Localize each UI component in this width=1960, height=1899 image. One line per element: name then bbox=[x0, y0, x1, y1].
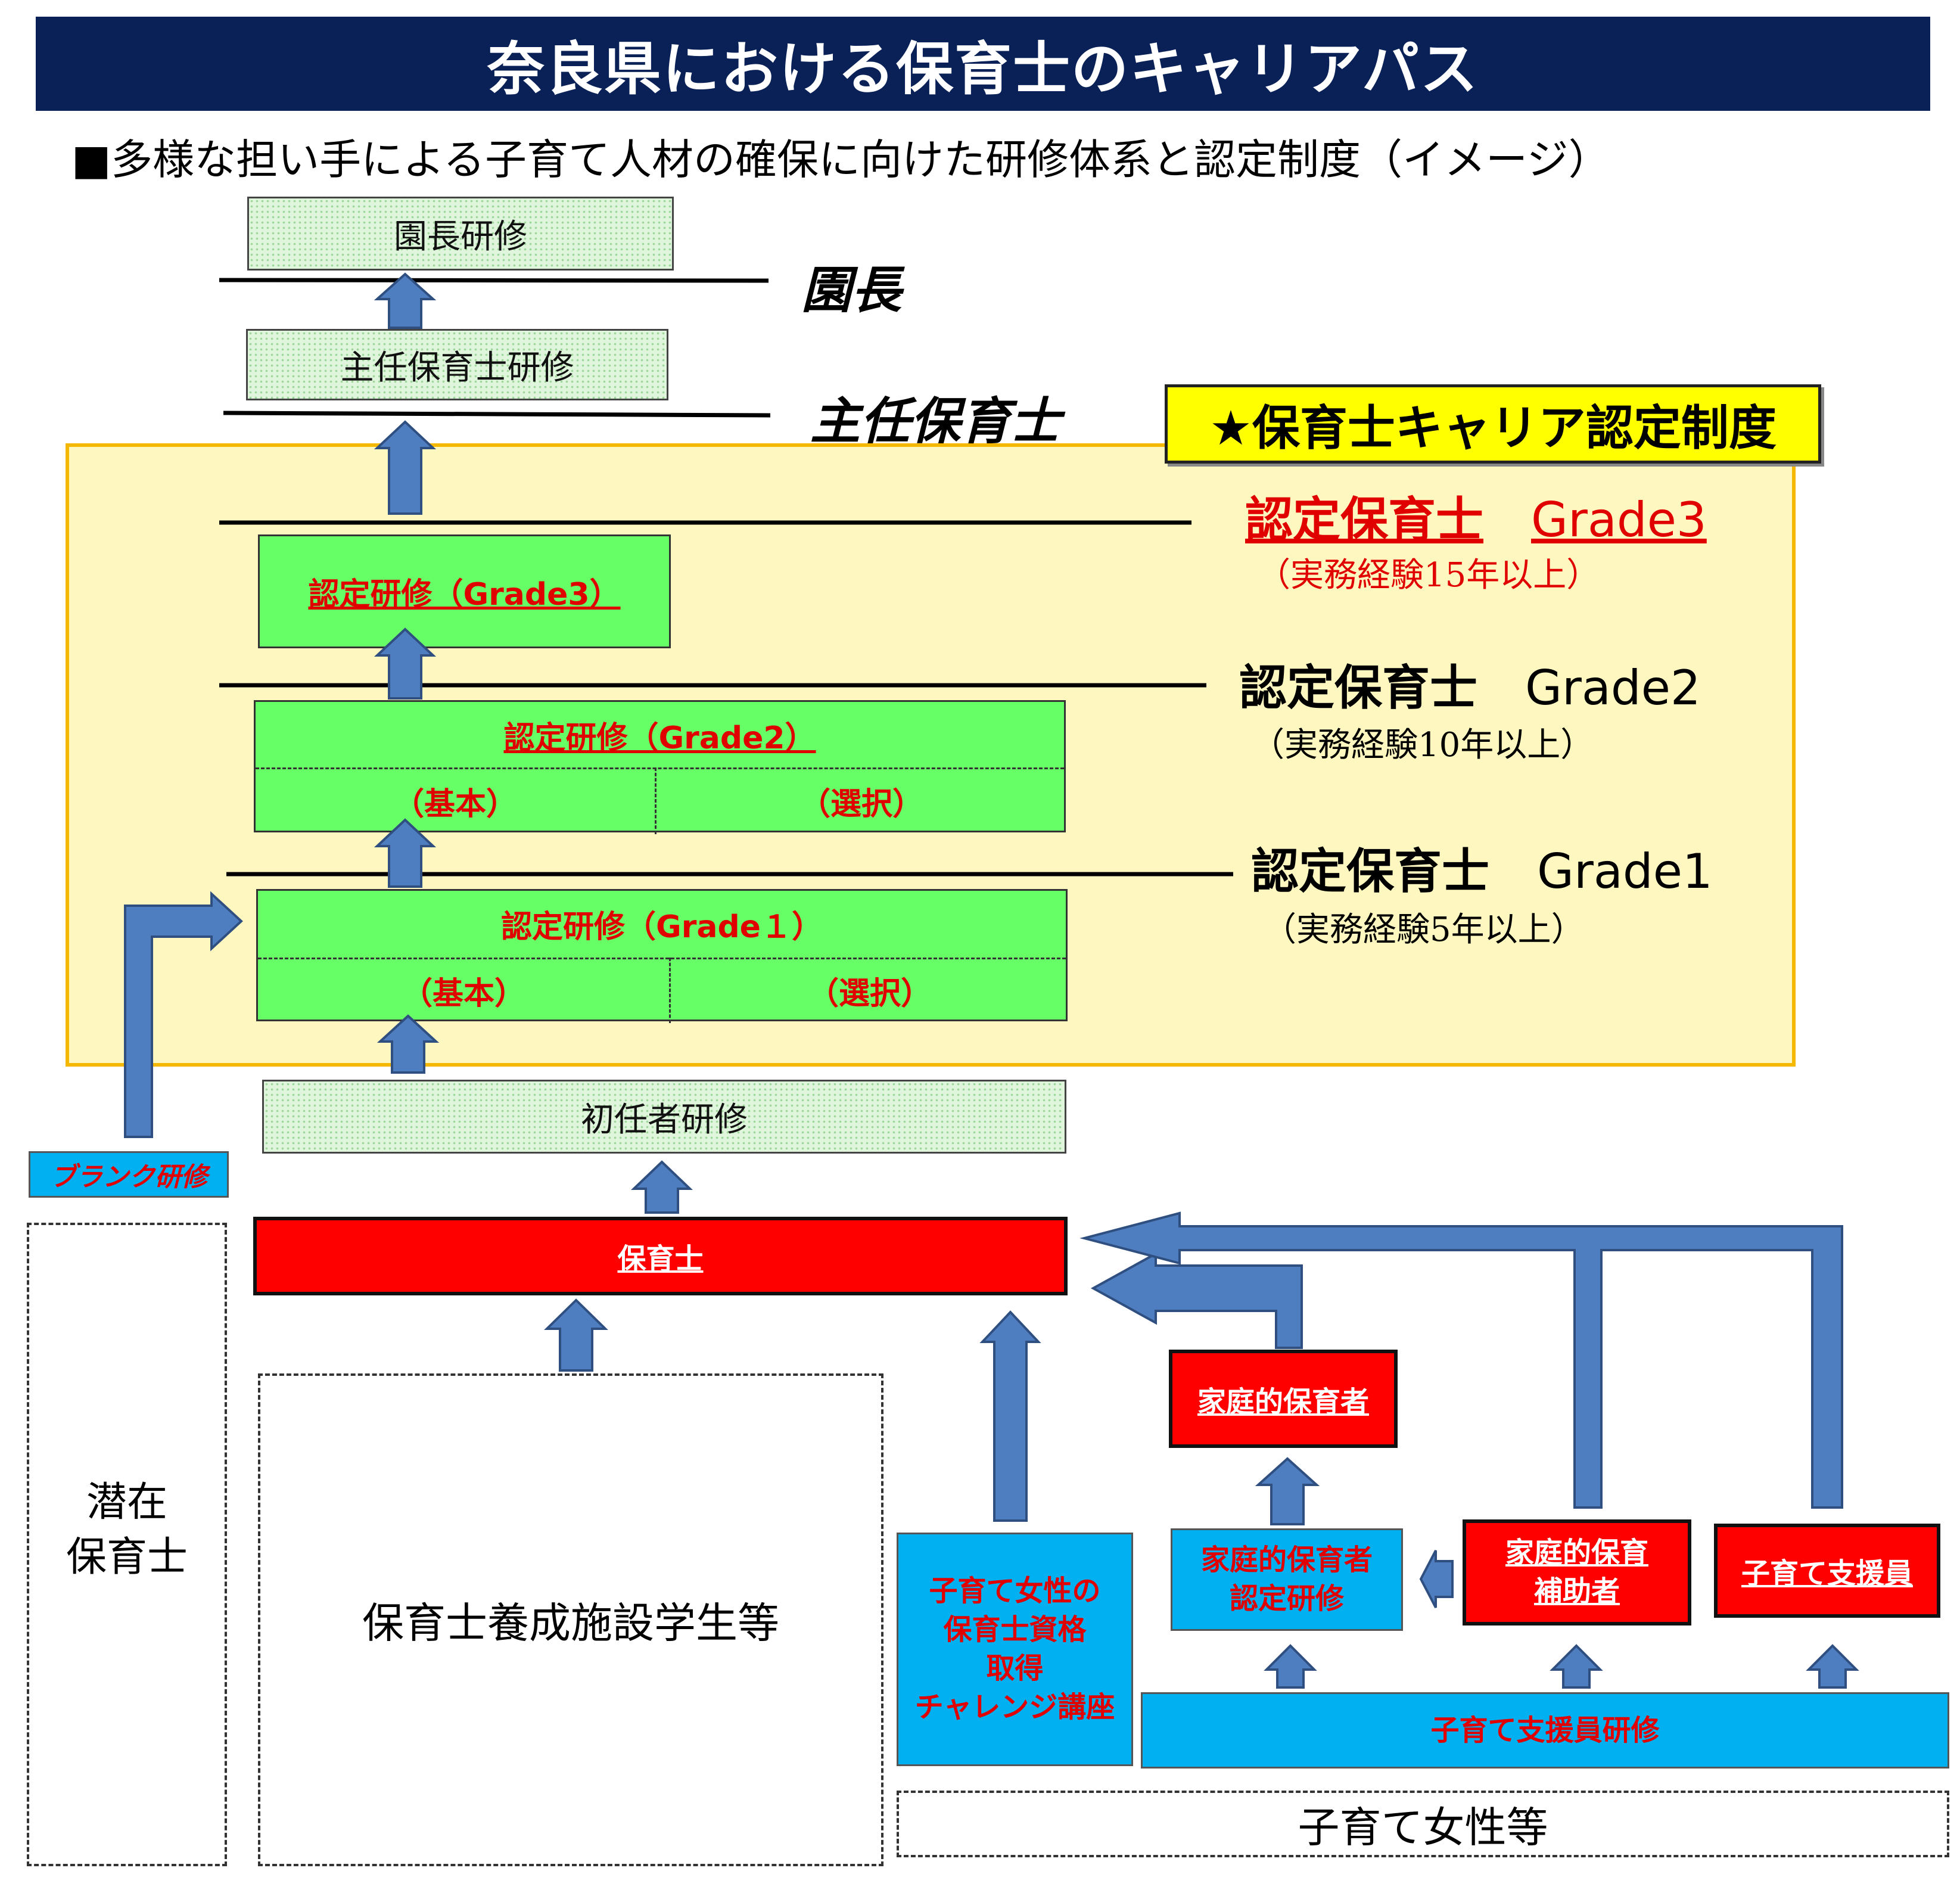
chief-role-label: 主任保育士 bbox=[810, 391, 1061, 450]
arrow-up-icon bbox=[1255, 1457, 1320, 1525]
challenge-line-1: 子育て女性の bbox=[929, 1574, 1101, 1608]
students-box: 保育士養成施設学生等 bbox=[258, 1373, 883, 1866]
subtitle: ■多様な担い手による子育て人材の確保に向けた研修体系と認定制度（イメージ） bbox=[71, 135, 1610, 184]
students-label: 保育士養成施設学生等 bbox=[362, 1599, 779, 1648]
arrow-up-icon bbox=[544, 1298, 608, 1372]
arrow-up-icon bbox=[1806, 1644, 1859, 1689]
challenge-line-3: 取得 bbox=[986, 1652, 1044, 1685]
grade2-title: 認定保育士 bbox=[1239, 660, 1477, 716]
principal-role-label: 園長 bbox=[801, 260, 902, 319]
grade1-training-label: 認定研修（Grade１） bbox=[501, 909, 823, 945]
women-label: 子育て女性等 bbox=[1298, 1802, 1548, 1852]
principal-level-line bbox=[219, 278, 769, 283]
grade1-split bbox=[669, 958, 671, 1023]
challenge-course-box: 子育て女性の 保育士資格 取得 チャレンジ講座 bbox=[897, 1533, 1133, 1766]
support-training-box: 子育て支援員研修 bbox=[1141, 1692, 1949, 1769]
grade1-title: 認定保育士 bbox=[1251, 843, 1489, 899]
newcomer-training-label: 初任者研修 bbox=[581, 1100, 748, 1139]
grade1-basic-label: （基本） bbox=[401, 975, 525, 1012]
grade3-level: Grade3 bbox=[1531, 492, 1707, 548]
arrow-up-icon bbox=[374, 272, 437, 329]
arrow-up-icon bbox=[979, 1310, 1041, 1522]
arrow-up-icon bbox=[374, 818, 437, 888]
home-caregiver-box: 家庭的保育者 bbox=[1169, 1350, 1398, 1448]
principal-training-label: 園長研修 bbox=[394, 217, 527, 256]
grade3-training-label: 認定研修（Grade3） bbox=[308, 577, 621, 613]
grade1-heading: 認定保育士 Grade1 bbox=[1251, 833, 1713, 902]
grade1-elective-label: （選択） bbox=[807, 975, 932, 1012]
grade2-basic-label: （基本） bbox=[393, 786, 517, 822]
grade1-training-box: 認定研修（Grade１） （基本） （選択） bbox=[256, 889, 1068, 1023]
arrow-up-icon bbox=[374, 420, 437, 515]
women-box: 子育て女性等 bbox=[897, 1791, 1949, 1857]
challenge-line-4: チャレンジ講座 bbox=[914, 1690, 1115, 1724]
chief-training-box: 主任保育士研修 bbox=[246, 329, 668, 400]
title-bar: 奈良県における保育士のキャリアパス bbox=[36, 17, 1930, 111]
arrow-up-icon bbox=[1550, 1644, 1603, 1689]
grade1-level: Grade1 bbox=[1537, 844, 1713, 899]
grade2-requirement: （実務経験10年以上） bbox=[1251, 726, 1594, 764]
grade3-title: 認定保育士 bbox=[1245, 492, 1483, 548]
chief-training-label: 主任保育士研修 bbox=[340, 348, 574, 387]
home-training-line-1: 家庭的保育者 bbox=[1200, 1543, 1373, 1577]
home-assistant-line-2: 補助者 bbox=[1533, 1575, 1620, 1608]
arrow-bent-right-icon bbox=[124, 891, 243, 1138]
grade2-split bbox=[655, 767, 657, 834]
support-staff-box: 子育て支援員 bbox=[1714, 1524, 1940, 1618]
grade2-elective-label: （選択） bbox=[799, 786, 923, 822]
blank-training-label: ブランク研修 bbox=[50, 1162, 207, 1192]
arrow-left-icon bbox=[1419, 1550, 1454, 1608]
grade2-heading: 認定保育士 Grade2 bbox=[1239, 649, 1701, 719]
grade3-heading: 認定保育士 Grade3 bbox=[1245, 481, 1707, 551]
home-caregiver-label: 家庭的保育者 bbox=[1197, 1385, 1369, 1419]
grade2-training-box: 認定研修（Grade2） （基本） （選択） bbox=[254, 700, 1066, 834]
cert-system-badge: ★保育士キャリア認定制度 bbox=[1165, 384, 1821, 464]
arrow-up-icon bbox=[1264, 1644, 1317, 1689]
support-training-label: 子育て支援員研修 bbox=[1430, 1713, 1660, 1747]
grade1-divider bbox=[258, 958, 1066, 959]
hoikushi-box: 保育士 bbox=[253, 1217, 1068, 1295]
page-title: 奈良県における保育士のキャリアパス bbox=[487, 35, 1479, 102]
arrow-merge-left-icon bbox=[1079, 1211, 1843, 1509]
challenge-line-2: 保育士資格 bbox=[943, 1613, 1087, 1647]
grade3-training-box: 認定研修（Grade3） bbox=[258, 534, 671, 648]
principal-training-box: 園長研修 bbox=[247, 197, 674, 271]
arrow-up-icon bbox=[377, 1014, 440, 1074]
hoikushi-label: 保育士 bbox=[617, 1242, 704, 1276]
latent-hoikushi-box: 潜在 保育士 bbox=[27, 1223, 227, 1866]
newcomer-training-box: 初任者研修 bbox=[262, 1080, 1066, 1154]
home-assistant-box: 家庭的保育 補助者 bbox=[1463, 1519, 1691, 1626]
grade2-training-label: 認定研修（Grade2） bbox=[503, 720, 816, 756]
arrow-bent-left-icon bbox=[1090, 1251, 1303, 1349]
home-training-line-2: 認定研修 bbox=[1229, 1582, 1344, 1615]
grade1-requirement: （実務経験5年以上） bbox=[1263, 910, 1585, 949]
latent-label-line1: 潜在 bbox=[86, 1479, 167, 1526]
home-assistant-line-1: 家庭的保育 bbox=[1505, 1536, 1648, 1570]
chief-level-line bbox=[223, 411, 771, 418]
level-lines bbox=[219, 278, 1233, 877]
support-staff-label: 子育て支援員 bbox=[1741, 1557, 1913, 1590]
grade2-divider bbox=[256, 767, 1064, 769]
arrow-up-icon bbox=[374, 627, 437, 700]
grade2-level: Grade2 bbox=[1525, 660, 1701, 716]
home-training-box: 家庭的保育者 認定研修 bbox=[1171, 1528, 1403, 1631]
grade3-requirement: （実務経験15年以上） bbox=[1257, 556, 1600, 595]
arrow-up-icon bbox=[631, 1160, 693, 1214]
blank-training-box: ブランク研修 bbox=[29, 1151, 229, 1198]
latent-label-line2: 保育士 bbox=[66, 1533, 188, 1581]
